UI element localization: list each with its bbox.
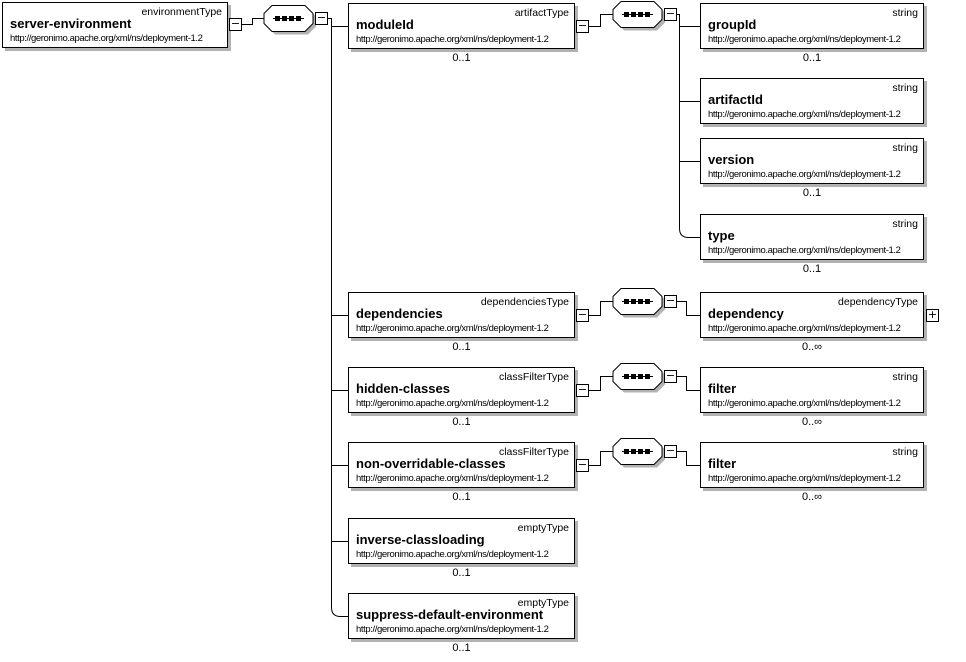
type-label: string — [892, 7, 918, 19]
cardinality-label: 0..1 — [452, 341, 471, 353]
type-label: string — [892, 371, 918, 383]
cardinality-label: 0..∞ — [801, 341, 823, 353]
element-box-type[interactable]: string type http://geronimo.apache.org/x… — [700, 214, 924, 260]
collapse-toggle-icon[interactable]: − — [664, 7, 677, 21]
element-name: version — [708, 152, 755, 167]
collapse-toggle-icon[interactable]: − — [664, 444, 677, 458]
type-label: string — [892, 82, 918, 94]
element-box-hidden-classes[interactable]: classFilterType hidden-classes http://ge… — [348, 367, 575, 413]
collapse-toggle-icon[interactable]: − — [315, 11, 328, 25]
element-box-groupId[interactable]: string groupId http://geronimo.apache.or… — [700, 3, 924, 49]
namespace-text: http://geronimo.apache.org/xml/ns/deploy… — [708, 473, 901, 484]
namespace-text: http://geronimo.apache.org/xml/ns/deploy… — [356, 323, 549, 334]
cardinality-label: 0..1 — [452, 491, 471, 503]
element-box-artifactId[interactable]: string artifactId http://geronimo.apache… — [700, 78, 924, 124]
element-name: inverse-classloading — [356, 532, 485, 547]
element-name: type — [708, 228, 735, 243]
type-label: environmentType — [141, 6, 222, 18]
namespace-text: http://geronimo.apache.org/xml/ns/deploy… — [356, 34, 549, 45]
sequence-icon[interactable] — [612, 1, 665, 31]
cardinality-label: 0..1 — [802, 263, 822, 275]
sequence-icon[interactable] — [263, 5, 316, 35]
element-box-non-overridable-classes[interactable]: classFilterType non-overridable-classes … — [348, 442, 575, 488]
expand-toggle-icon[interactable]: + — [926, 308, 939, 322]
element-box-dependency[interactable]: dependencyType dependency http://geronim… — [700, 292, 924, 338]
collapse-toggle-icon[interactable]: − — [576, 458, 589, 472]
element-box-moduleId[interactable]: artifactType moduleId http://geronimo.ap… — [348, 3, 575, 49]
element-name: artifactId — [708, 92, 763, 107]
namespace-text: http://geronimo.apache.org/xml/ns/deploy… — [708, 169, 901, 180]
element-name: groupId — [708, 17, 757, 32]
type-label: string — [892, 218, 918, 230]
element-box-version[interactable]: string version http://geronimo.apache.or… — [700, 138, 924, 184]
type-label: dependencyType — [838, 296, 918, 308]
namespace-text: http://geronimo.apache.org/xml/ns/deploy… — [356, 473, 549, 484]
element-box-filter-hidden[interactable]: string filter http://geronimo.apache.org… — [700, 367, 924, 413]
collapse-toggle-icon[interactable]: − — [576, 383, 589, 397]
element-box-suppress-default-environment[interactable]: emptyType suppress-default-environment h… — [348, 593, 575, 639]
element-name: moduleId — [356, 17, 414, 32]
element-name: suppress-default-environment — [356, 607, 544, 622]
element-name: server-environment — [10, 16, 132, 31]
collapse-toggle-icon[interactable]: − — [576, 308, 589, 322]
type-label: string — [892, 142, 918, 154]
type-label: dependenciesType — [480, 296, 569, 308]
namespace-text: http://geronimo.apache.org/xml/ns/deploy… — [708, 323, 901, 334]
namespace-text: http://geronimo.apache.org/xml/ns/deploy… — [10, 33, 203, 44]
namespace-text: http://geronimo.apache.org/xml/ns/deploy… — [356, 624, 549, 635]
sequence-icon[interactable] — [612, 438, 665, 468]
element-name: filter — [708, 381, 737, 396]
collapse-toggle-icon[interactable]: − — [576, 19, 589, 33]
cardinality-label: 0..∞ — [801, 491, 823, 503]
cardinality-label: 0..1 — [452, 416, 471, 428]
type-label: classFilterType — [498, 446, 569, 458]
cardinality-label: 0..1 — [802, 52, 822, 64]
collapse-toggle-icon[interactable]: − — [664, 294, 677, 308]
collapse-toggle-icon[interactable]: − — [664, 369, 677, 383]
namespace-text: http://geronimo.apache.org/xml/ns/deploy… — [356, 398, 549, 409]
cardinality-label: 0..∞ — [801, 416, 823, 428]
element-box-server-environment[interactable]: environmentType server-environment http:… — [2, 2, 228, 48]
cardinality-label: 0..1 — [452, 52, 471, 64]
namespace-text: http://geronimo.apache.org/xml/ns/deploy… — [708, 398, 901, 409]
namespace-text: http://geronimo.apache.org/xml/ns/deploy… — [356, 549, 549, 560]
type-label: emptyType — [517, 522, 569, 534]
type-label: string — [892, 446, 918, 458]
namespace-text: http://geronimo.apache.org/xml/ns/deploy… — [708, 34, 901, 45]
namespace-text: http://geronimo.apache.org/xml/ns/deploy… — [708, 109, 901, 120]
type-label: artifactType — [514, 7, 569, 19]
element-name: dependencies — [356, 306, 443, 321]
collapse-toggle-icon[interactable]: − — [229, 17, 242, 31]
sequence-icon[interactable] — [612, 288, 665, 318]
element-box-inverse-classloading[interactable]: emptyType inverse-classloading http://ge… — [348, 518, 575, 564]
cardinality-label: 0..1 — [802, 187, 822, 199]
element-name: filter — [708, 456, 737, 471]
element-box-dependencies[interactable]: dependenciesType dependencies http://ger… — [348, 292, 575, 338]
sequence-icon[interactable] — [612, 363, 665, 393]
connector-lines — [242, 14, 926, 617]
element-name: non-overridable-classes — [356, 456, 506, 471]
type-label: classFilterType — [498, 371, 569, 383]
namespace-text: http://geronimo.apache.org/xml/ns/deploy… — [708, 245, 901, 256]
cardinality-label: 0..1 — [452, 567, 471, 579]
cardinality-label: 0..1 — [452, 642, 471, 654]
type-label: emptyType — [517, 597, 569, 609]
element-name: dependency — [708, 306, 784, 321]
element-name: hidden-classes — [356, 381, 450, 396]
element-box-filter-non-overridable[interactable]: string filter http://geronimo.apache.org… — [700, 442, 924, 488]
